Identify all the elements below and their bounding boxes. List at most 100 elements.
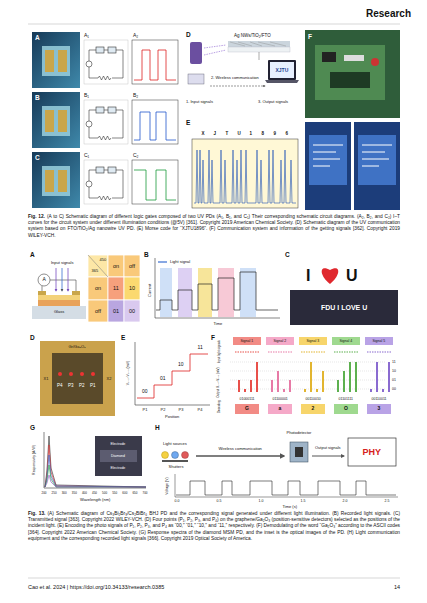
arrow-label: Output signals [315, 446, 341, 451]
caption-text: (A) Schematic diagram of Cs₃Bi₂Br₉/Cs₂Bi… [28, 511, 400, 541]
device-label: Ag NWs/TiO₂/FTO [234, 33, 271, 38]
signal-label: Signal 4 [340, 339, 353, 343]
panel-letter: B₂ [133, 93, 138, 99]
level-label: 00 [392, 387, 396, 391]
level-label: 10 [392, 369, 396, 373]
display-text: U [346, 267, 358, 285]
morse-letter: U [238, 131, 241, 136]
screen-text: PHY [363, 447, 382, 457]
panel-letter: B₁ [84, 93, 89, 99]
panel-letter: B [144, 251, 149, 258]
axis-title: Voltage (V) [164, 477, 168, 494]
caption-lead: Fig. 12. [28, 214, 45, 219]
electrode-label: X1 [44, 377, 49, 382]
tick-label: 300 [62, 492, 67, 495]
tick-label: 1.0 [259, 499, 264, 503]
part-label: Light sources [163, 442, 187, 447]
axis-title: V₁₋₂−V₂₋₃ (mV) [126, 361, 130, 385]
caption-text: (A to C) Schematic diagram of different … [28, 214, 400, 238]
panel-letter: A₂ [133, 33, 138, 39]
tick-label: P2 [161, 408, 166, 413]
electrode-label: X2 [107, 377, 112, 382]
table-cell: on [113, 263, 119, 269]
tick-label: 450 [92, 492, 97, 495]
code-label: 10 [178, 362, 184, 368]
signal-label: Signal 3 [307, 339, 320, 343]
tick-label: 500 [102, 492, 107, 495]
panel-letter: C₁ [84, 153, 89, 159]
morse-letter: J [214, 131, 217, 136]
ascii-code: 01101111 [339, 397, 354, 401]
table-cell: 01 [113, 308, 119, 314]
morse-letter: 8 [262, 131, 265, 136]
panel-letter: A [35, 34, 40, 41]
panel-letter: H [155, 424, 160, 431]
axis-title: Current [148, 283, 153, 296]
signal-label: Signal 1 [241, 339, 254, 343]
tick-label: 600 [122, 492, 127, 495]
table-cell: off [129, 263, 135, 269]
tick-label: 250 [52, 492, 57, 495]
step-label: 2. Wireless communication [211, 76, 259, 81]
code-label: 01 [160, 376, 166, 382]
axis-title: Time [214, 322, 223, 327]
legend-text: Light signal [170, 260, 190, 265]
layer-label: Glass [54, 310, 64, 315]
panel-letter: F [211, 334, 215, 341]
level-label: 01 [392, 378, 396, 382]
tick-label: P4 [198, 408, 203, 413]
arrow-label: Input signals [51, 261, 73, 266]
page-number: 14 [394, 584, 400, 590]
tick-label: 1.5 [301, 499, 306, 503]
panel-letter: E [121, 334, 125, 341]
level-label: 11 [392, 360, 396, 364]
decoded-char: G [245, 406, 249, 412]
table-header: 450 [100, 258, 107, 263]
morse-letter: 1 [250, 131, 253, 136]
tick-label: 2.0 [343, 499, 348, 503]
ascii-code: 00110010 [306, 397, 321, 401]
table-cell: off [95, 308, 101, 314]
tick-label: 200 [42, 492, 47, 495]
decoded-char: 2 [312, 406, 315, 412]
display-text: I [306, 267, 310, 285]
panel-letter: E [186, 119, 190, 126]
signal-label: Signal 5 [373, 339, 386, 343]
tick-label: P1 [143, 408, 148, 413]
figure-caption: Fig. 12.(A to C) Schematic diagram of di… [28, 214, 400, 239]
tick-label: 700 [143, 492, 148, 495]
tick-label: 400 [82, 492, 87, 495]
panel-letter: D [186, 31, 191, 38]
panel-letter: A [30, 251, 35, 258]
signal-label: Signal 2 [274, 339, 287, 343]
morse-letter: 6 [286, 131, 289, 136]
row-title: Input light signals [217, 340, 220, 363]
caption-lead: Fig. 13. [28, 511, 45, 516]
axis-title: Time (s) [283, 505, 298, 510]
panel-letter: B [35, 94, 40, 101]
figure-caption: Fig. 13.(A) Schematic diagram of Cs₃Bi₂B… [28, 511, 400, 542]
panel-letter: A₁ [84, 33, 89, 39]
code-label: 00 [142, 389, 148, 395]
table-cell: on [95, 285, 101, 291]
step-label: 1. Input signals [186, 100, 213, 105]
tick-label: 650 [132, 492, 137, 495]
tick-label: 350 [72, 492, 77, 495]
panel-letter: C [35, 154, 40, 161]
panel-letter: F [308, 33, 312, 40]
axis-title: Responsivity (A/W) [32, 445, 36, 475]
point-label: P3 [68, 383, 74, 388]
journal-header: Research [366, 8, 411, 20]
row-title: Decoding [217, 400, 220, 413]
axis-title: Wavelength (nm) [80, 498, 110, 503]
tick-label: 550 [112, 492, 117, 495]
axis-title: Position [165, 415, 179, 420]
panel-letter: G [30, 424, 35, 431]
ascii-code: 01100001 [273, 397, 288, 401]
part-label: Shutters [169, 465, 184, 470]
panel-letter: C₂ [133, 153, 139, 159]
table-cell: 10 [129, 285, 135, 291]
row-title: Output V₁₋ₓ−V₂₋ₓ (mV) [217, 367, 220, 397]
display-text: FDU I LOVE U [321, 304, 367, 312]
